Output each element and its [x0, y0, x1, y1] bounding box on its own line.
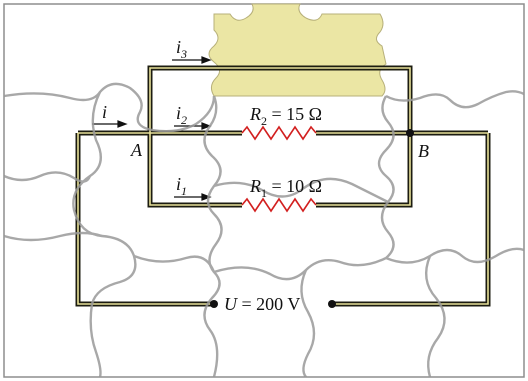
arrow-i-head — [117, 120, 128, 128]
terminal-right-dot — [328, 300, 336, 308]
arrow-i1-head — [201, 193, 212, 201]
label-r2: R2 = 15 Ω — [249, 104, 322, 128]
labels: i i3 i2 i1 A B R2 = 15 Ω R1 = 10 Ω U = 2… — [102, 37, 429, 314]
label-i1: i1 — [176, 174, 187, 198]
label-i2: i2 — [176, 103, 187, 127]
hidden-puzzle-piece — [208, 3, 387, 97]
label-node-a: A — [130, 140, 143, 160]
label-i3: i3 — [176, 37, 187, 61]
arrow-i3-head — [201, 56, 212, 64]
label-voltage: U = 200 V — [224, 294, 300, 314]
puzzle-lines — [3, 82, 525, 378]
label-r1: R1 = 10 Ω — [249, 176, 322, 200]
label-i: i — [102, 102, 107, 122]
node-b-dot — [406, 129, 414, 137]
resistor-r1 — [241, 197, 317, 213]
arrow-i2-head — [201, 122, 212, 130]
terminal-left-dot — [210, 300, 218, 308]
label-node-b: B — [418, 141, 429, 161]
resistor-r2 — [241, 125, 317, 141]
